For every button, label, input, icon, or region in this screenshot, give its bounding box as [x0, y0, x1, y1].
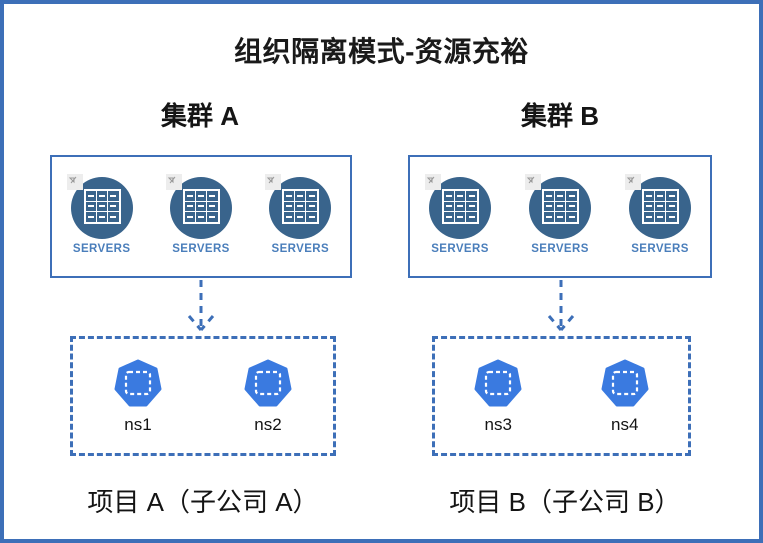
project-label-b: 项目 B（子公司 B）	[449, 487, 681, 517]
server-grid	[442, 189, 479, 225]
server-grid	[642, 189, 679, 225]
server-node[interactable]: SERVERS	[257, 174, 343, 256]
cluster-label-a: 集群 A	[160, 101, 239, 131]
servers-icon	[525, 174, 591, 240]
namespace-node[interactable]: ns1	[96, 359, 180, 433]
broken-image-icon	[165, 174, 182, 191]
namespace-label: ns1	[124, 415, 152, 434]
namespace-icon	[114, 359, 162, 407]
servers-icon	[625, 174, 691, 240]
server-row-a: SERVERS S	[52, 157, 350, 276]
project-box-a: ns1 ns2	[70, 336, 336, 456]
server-grid	[282, 189, 320, 225]
cluster-label-b: 集群 B	[520, 101, 599, 131]
cluster-box-b: SERVERS S	[408, 155, 712, 278]
broken-image-icon	[265, 174, 282, 191]
server-grid	[182, 189, 220, 225]
namespace-node[interactable]: ns2	[226, 359, 310, 433]
server-node[interactable]: SERVERS	[59, 174, 145, 256]
server-caption: SERVERS	[172, 243, 230, 256]
broken-image-icon	[66, 174, 83, 191]
dashed-down-arrow-icon	[187, 280, 215, 331]
namespace-row-b: ns3 ns4	[435, 339, 688, 453]
namespace-icon	[244, 359, 292, 407]
namespace-icon	[474, 359, 522, 407]
project-box-b: ns3 ns4	[432, 336, 691, 456]
namespace-node[interactable]: ns3	[456, 359, 540, 433]
dashed-down-arrow-icon	[547, 280, 575, 331]
servers-icon	[265, 174, 332, 240]
broken-image-icon	[525, 174, 541, 191]
servers-icon	[66, 174, 133, 240]
namespace-label: ns4	[611, 415, 639, 434]
server-caption: SERVERS	[72, 243, 131, 256]
namespace-label: ns2	[254, 415, 282, 434]
server-node[interactable]: SERVERS	[517, 174, 603, 256]
servers-icon	[165, 174, 232, 240]
servers-icon	[425, 174, 491, 240]
broken-image-icon	[625, 174, 641, 191]
server-node[interactable]: SERVERS	[417, 174, 503, 256]
server-caption: SERVERS	[271, 243, 330, 256]
namespace-node[interactable]: ns4	[583, 359, 667, 433]
cluster-box-a: SERVERS S	[50, 155, 352, 278]
page-title: 组织隔离模式-资源充裕	[234, 36, 529, 67]
server-grid	[83, 189, 121, 225]
server-node[interactable]: SERVERS	[617, 174, 703, 256]
server-caption: SERVERS	[531, 243, 589, 256]
namespace-label: ns3	[484, 415, 512, 434]
server-caption: SERVERS	[431, 243, 489, 256]
server-row-b: SERVERS S	[410, 157, 710, 276]
project-label-a: 项目 A（子公司 A）	[87, 487, 319, 517]
server-node[interactable]: SERVERS	[158, 174, 244, 256]
server-grid	[542, 189, 579, 225]
server-caption: SERVERS	[631, 243, 689, 256]
namespace-row-a: ns1 ns2	[73, 339, 333, 453]
broken-image-icon	[425, 174, 441, 191]
namespace-icon	[601, 359, 649, 407]
